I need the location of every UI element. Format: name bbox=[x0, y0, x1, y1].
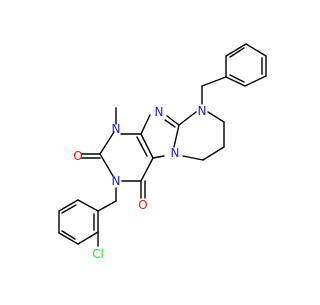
bond-c13-c14 bbox=[182, 155, 204, 161]
bond-n7-c4a bbox=[152, 155, 165, 159]
molecule-structure: N N N N N O O Cl bbox=[0, 0, 300, 300]
atom-cl: Cl bbox=[92, 247, 104, 261]
bond-ph4 bbox=[245, 43, 267, 57]
atom-labels: N N N N N O O Cl bbox=[73, 104, 206, 261]
bond-ar-d2 bbox=[61, 230, 76, 240]
bonds bbox=[58, 43, 267, 247]
bond-c4a-c8a-2 bbox=[136, 136, 148, 157]
bond-ar2 bbox=[77, 231, 99, 245]
bond-ph5 bbox=[225, 43, 247, 57]
bond-ar5 bbox=[58, 199, 79, 212]
atom-n3: N bbox=[112, 174, 121, 188]
bond-c12-c13 bbox=[202, 146, 225, 161]
background bbox=[0, 0, 300, 300]
bond-ar-d3 bbox=[61, 204, 77, 214]
bond-ar6 bbox=[77, 199, 99, 212]
atom-n1: N bbox=[112, 122, 121, 136]
bond-ph-d3 bbox=[229, 47, 245, 58]
bond-ph1 bbox=[225, 76, 246, 87]
bond-ph2 bbox=[244, 75, 267, 87]
atom-n7: N bbox=[171, 146, 180, 160]
bond-c9a-n10 bbox=[178, 111, 197, 126]
atom-n9: N bbox=[155, 105, 164, 119]
bond-c2-n3 bbox=[99, 153, 114, 177]
bond-c9a-n7 bbox=[173, 124, 180, 148]
bond-ph-d1 bbox=[229, 74, 245, 83]
molecule-canvas: N N N N N O O Cl bbox=[0, 0, 300, 300]
bond-ch2-ar bbox=[97, 200, 117, 212]
bond-ch2-ph bbox=[201, 76, 227, 87]
bond-n1-c2 bbox=[99, 131, 115, 155]
bond-c8a-n9 bbox=[140, 114, 151, 135]
bond-n9-c9a-2 bbox=[164, 119, 176, 128]
bond-c4a-c8a bbox=[140, 133, 154, 159]
bond-n10-c11 bbox=[207, 111, 225, 123]
atom-n10: N bbox=[198, 104, 207, 118]
atom-o4: O bbox=[138, 198, 147, 212]
bond-c4-c4a bbox=[140, 157, 154, 182]
atom-o2: O bbox=[73, 149, 82, 163]
bond-n9-c9a bbox=[166, 115, 180, 126]
bond-ar3 bbox=[58, 232, 79, 245]
